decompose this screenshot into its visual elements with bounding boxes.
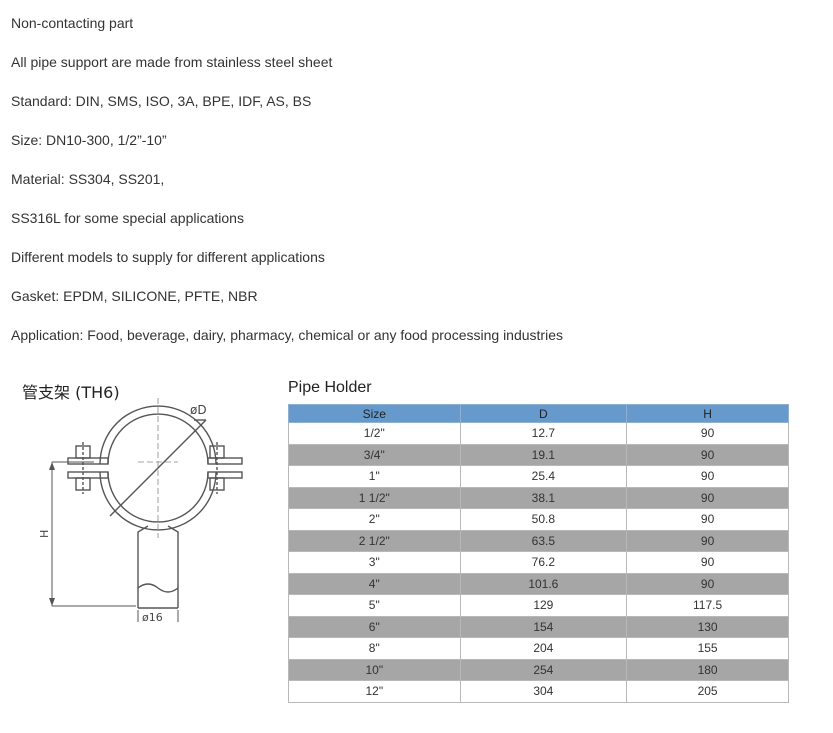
column-header-d: D — [459, 404, 628, 423]
flange-left-lower — [67, 471, 109, 479]
cell-d: 12.7 — [459, 422, 628, 445]
cell-size: 12" — [288, 680, 461, 703]
cell-size: 1/2" — [288, 422, 461, 445]
cell-d: 154 — [459, 615, 628, 638]
cell-size: 10" — [288, 658, 461, 681]
cell-h: 155 — [626, 637, 789, 660]
paragraph-material-sheet: All pipe support are made from stainless… — [11, 54, 333, 70]
cell-d: 304 — [459, 680, 628, 703]
cell-h: 90 — [626, 529, 789, 552]
cell-size: 2" — [288, 508, 461, 531]
cell-size: 1 1/2" — [288, 486, 461, 509]
cell-d: 63.5 — [459, 529, 628, 552]
cell-h: 180 — [626, 658, 789, 681]
flange-right — [207, 457, 243, 465]
rod-break — [137, 583, 179, 593]
table-title: Pipe Holder — [288, 379, 372, 396]
cell-h: 90 — [626, 443, 789, 466]
cell-size: 3/4" — [288, 443, 461, 466]
paragraph-standard: Standard: DIN, SMS, ISO, 3A, BPE, IDF, A… — [11, 93, 312, 109]
figure-title: 管支架 (TH6) — [22, 383, 120, 402]
cell-h: 205 — [626, 680, 789, 703]
cell-d: 76.2 — [459, 551, 628, 574]
column-header-size: Size — [288, 404, 461, 423]
cell-d: 50.8 — [459, 508, 628, 531]
cell-h: 90 — [626, 486, 789, 509]
cell-d: 204 — [459, 637, 628, 660]
cell-d: 101.6 — [459, 572, 628, 595]
flange-right-lower — [207, 471, 243, 479]
pipe-holder-drawing: øD H ø16 — [38, 398, 243, 624]
cell-size: 5" — [288, 594, 461, 617]
clamp-upper-outer — [99, 405, 217, 465]
rod-neck — [137, 525, 179, 608]
cell-h: 90 — [626, 551, 789, 574]
cell-size: 8" — [288, 637, 461, 660]
cell-h: 90 — [626, 508, 789, 531]
rod-diameter-label: ø16 — [142, 611, 163, 624]
cell-size: 3" — [288, 551, 461, 574]
cell-d: 25.4 — [459, 465, 628, 488]
cell-size: 4" — [288, 572, 461, 595]
paragraph-material: Material: SS304, SS201, — [11, 171, 165, 187]
paragraph-size: Size: DN10-300, 1/2”-10” — [11, 132, 167, 148]
paragraph-ss316l: SS316L for some special applications — [11, 210, 244, 226]
cell-h: 90 — [626, 572, 789, 595]
flange-left — [67, 457, 109, 465]
cell-h: 90 — [626, 465, 789, 488]
table-header-row: Size D H — [288, 404, 789, 423]
column-header-h: H — [626, 404, 789, 423]
cell-h: 130 — [626, 615, 789, 638]
cell-h: 90 — [626, 422, 789, 445]
cell-d: 38.1 — [459, 486, 628, 509]
height-label: H — [38, 530, 51, 538]
clamp-upper-inner — [107, 413, 209, 465]
cell-size: 2 1/2" — [288, 529, 461, 552]
paragraph-non-contacting: Non-contacting part — [11, 15, 134, 31]
paragraph-models: Different models to supply for different… — [11, 249, 325, 265]
cell-h: 117.5 — [626, 594, 789, 617]
cell-d: 129 — [459, 594, 628, 617]
diameter-label: øD — [190, 403, 207, 417]
paragraph-application: Application: Food, beverage, dairy, phar… — [11, 327, 563, 343]
paragraph-gasket: Gasket: EPDM, SILICONE, PFTE, NBR — [11, 288, 258, 304]
cell-size: 1" — [288, 465, 461, 488]
cell-size: 6" — [288, 615, 461, 638]
cell-d: 254 — [459, 658, 628, 681]
cell-d: 19.1 — [459, 443, 628, 466]
clamp-lower-inner — [107, 471, 209, 523]
